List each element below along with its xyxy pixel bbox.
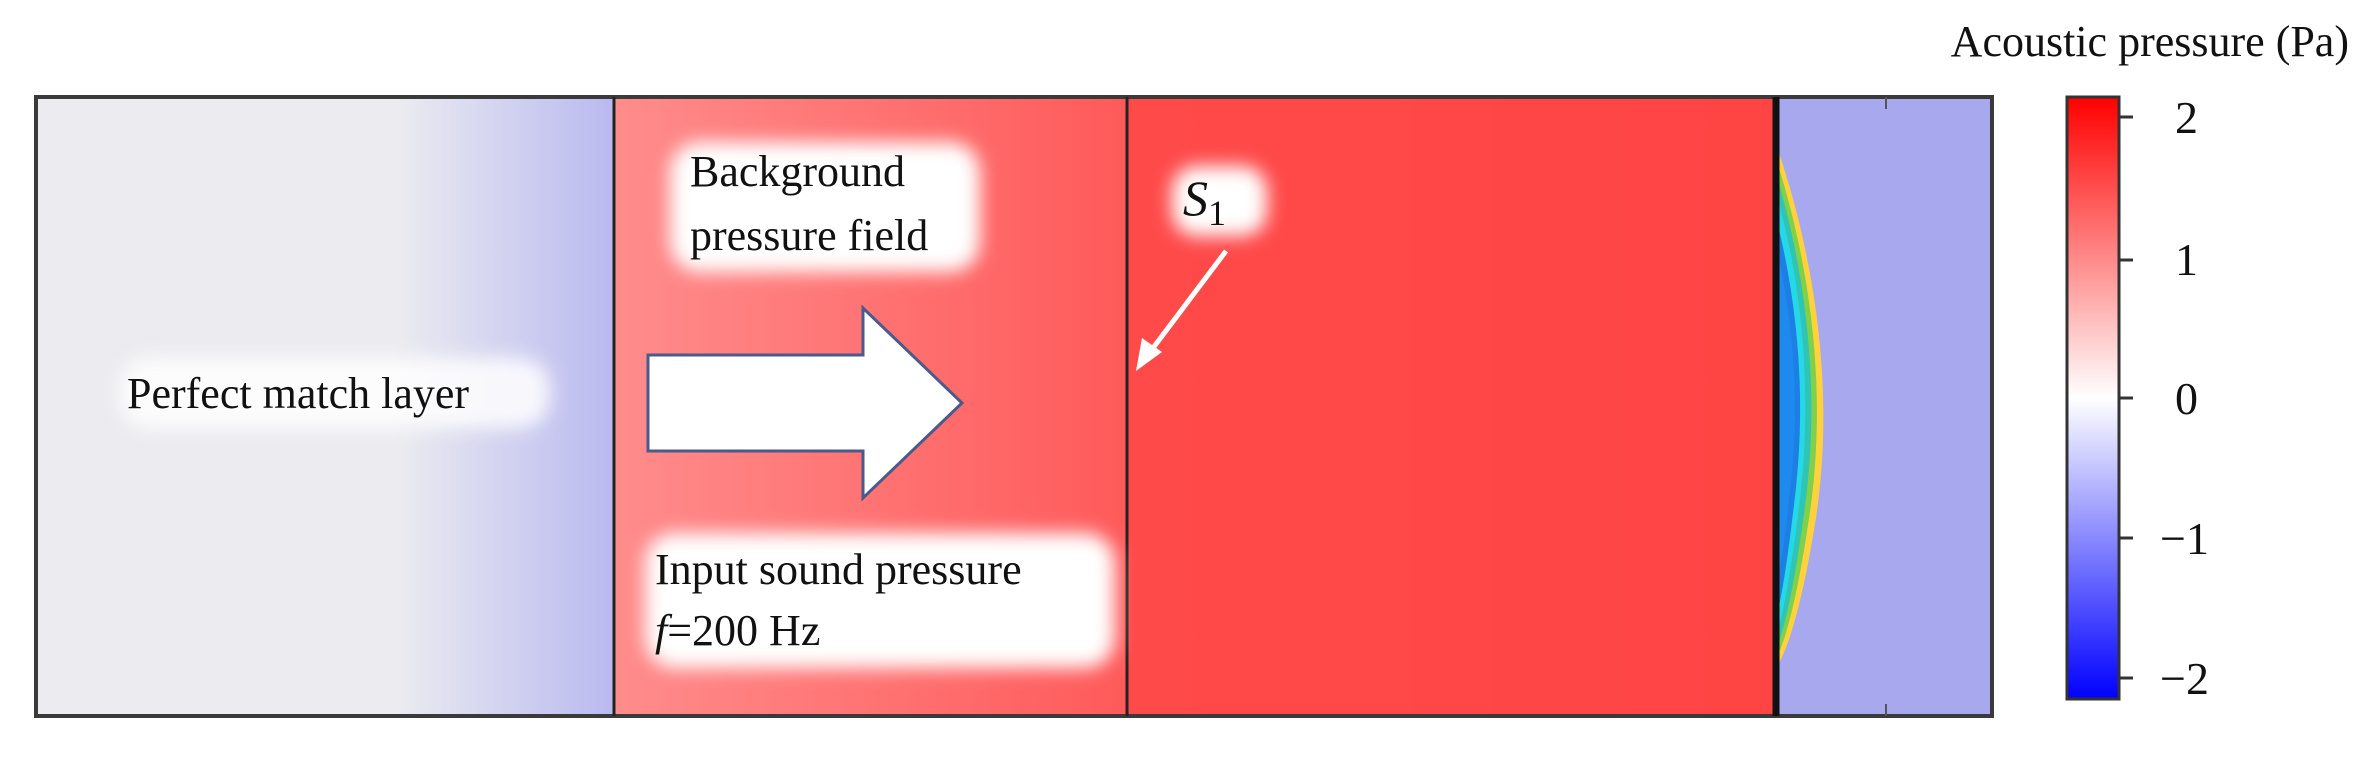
input-pressure-label-line1: Input sound pressure [655,545,1022,594]
input-label-glow [645,533,1115,668]
colorbar-tick-label: 1 [2175,234,2198,285]
scattered-field-contour [1778,150,1824,665]
colorbar-ticks [2119,115,2133,680]
colorbar-tick-label: −1 [2160,513,2209,564]
colorbar-tick-label: 0 [2175,373,2198,424]
colorbar-tick-label: −2 [2160,653,2209,704]
surface-s1-label: S1 [1183,170,1226,233]
frequency-value: =200 Hz [667,606,820,655]
s1-pointer-arrowhead [1136,338,1162,371]
colorbar-tick-label: 2 [2175,92,2198,143]
input-wave-arrow [646,304,965,502]
background-field-label-line2: pressure field [690,211,928,260]
input-frequency-label: f=200 Hz [655,606,820,655]
surface-symbol: S [1183,170,1208,226]
colorbar-gradient [2065,95,2121,701]
background-field-label-line1: Background [690,147,905,196]
pml-label-glow [120,358,550,428]
colorbar-title: Acoustic pressure (Pa) [1951,17,2349,66]
pml-label: Perfect match layer [127,369,469,418]
domain-border [34,95,1994,718]
surface-subscript: 1 [1208,193,1226,233]
background-label-glow [670,142,980,272]
s1-label-glow [1172,166,1267,236]
s1-pointer-arrow-shaft [1148,249,1228,354]
